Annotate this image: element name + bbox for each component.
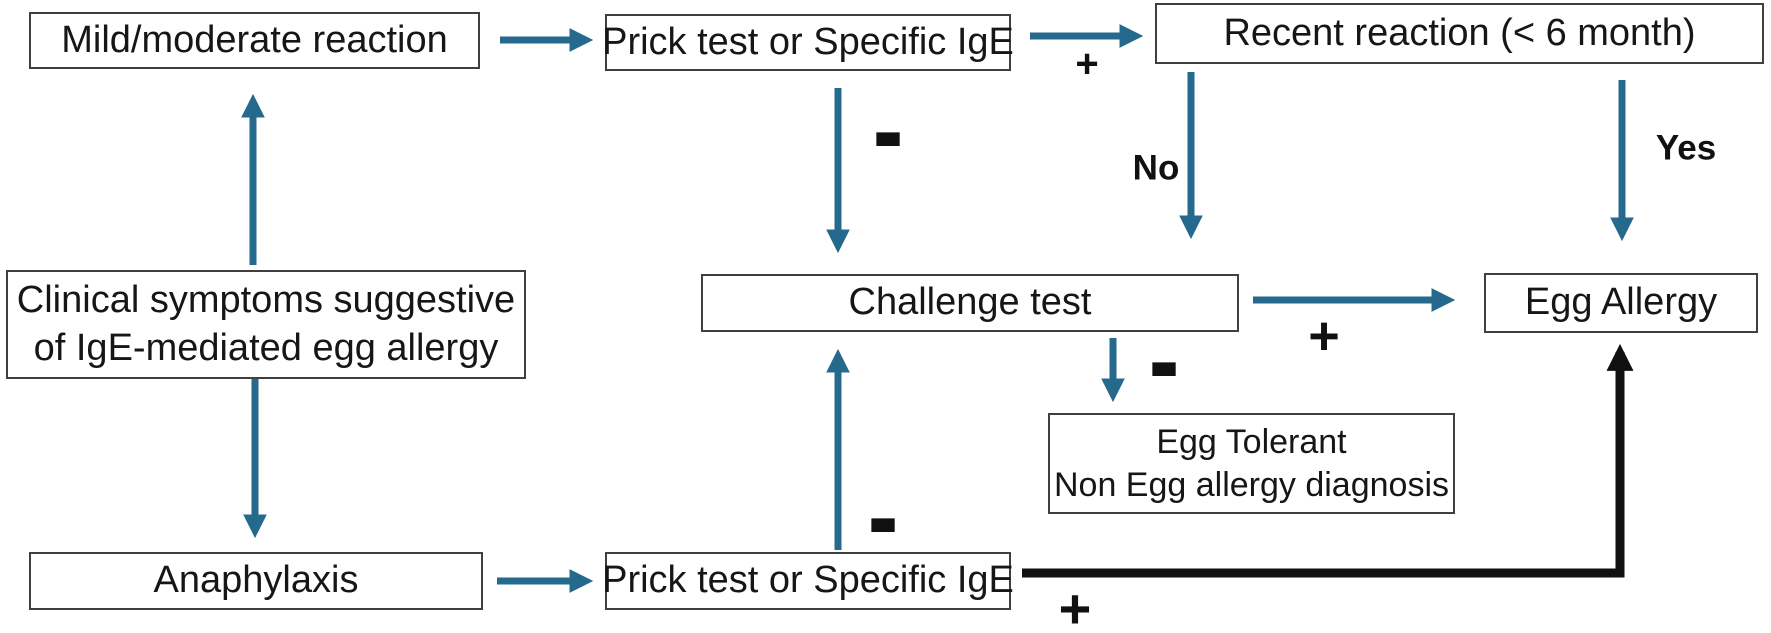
label-negative-bottom: - [867,463,899,575]
node-anaphylaxis: Anaphylaxis [29,552,483,610]
label-negative-challenge: - [1148,307,1180,419]
node-prick-test-bottom: Prick test or Specific IgE [602,552,1014,610]
node-label: Recent reaction (< 6 month) [1223,11,1696,54]
node-label-line2: Non Egg allergy diagnosis [1053,465,1450,504]
node-challenge-test: Challenge test [701,274,1239,332]
node-label-line1: Clinical symptoms suggestive [16,279,516,321]
node-egg-allergy: Egg Allergy [1484,273,1758,333]
node-mild-moderate-reaction: Mild/moderate reaction [29,12,480,69]
label-positive-bottom: + [1058,577,1092,633]
label-yes: Yes [1655,128,1717,168]
label-negative-top: - [872,77,904,189]
node-label-line2: of IgE-mediated egg allergy [33,326,499,369]
node-label: Mild/moderate reaction [61,18,448,61]
label-no: No [1132,148,1180,188]
node-label-line1: Egg Tolerant [1156,423,1347,461]
label-positive-top: + [1075,42,1099,86]
node-recent-reaction: Recent reaction (< 6 month) [1155,3,1764,64]
node-label: Egg Allergy [1524,281,1718,324]
node-egg-tolerant: Egg Tolerant Non Egg allergy diagnosis [1048,413,1455,514]
label-positive-challenge: + [1308,306,1340,366]
node-clinical-symptoms: Clinical symptoms suggestive of IgE-medi… [6,270,526,379]
node-label: Challenge test [848,281,1092,324]
node-prick-test-top: Prick test or Specific IgE [602,14,1014,71]
node-label: Prick test or Specific IgE [602,559,1014,602]
arrow-prick-test-positive-to-egg-allergy-black [1022,343,1634,578]
node-label: Anaphylaxis [153,559,359,602]
node-label: Prick test or Specific IgE [602,20,1014,63]
